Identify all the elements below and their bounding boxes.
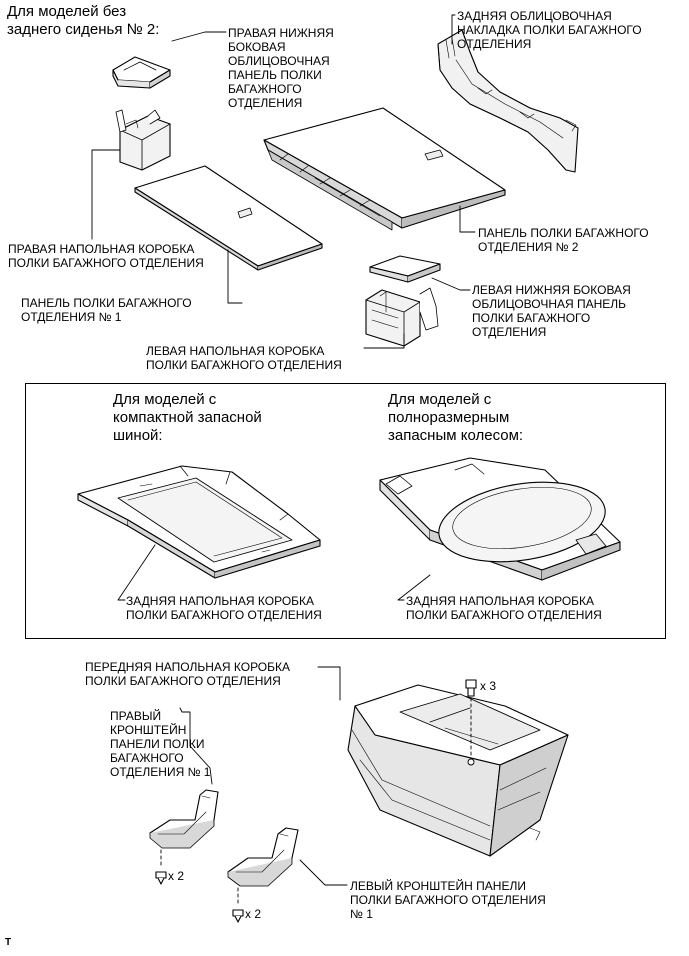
rear-floor-box-compact-part [77,465,321,579]
deck-board-2-part [263,107,506,231]
variant-frame [25,383,666,639]
screw-icon [232,887,244,923]
qty-right-bracket-screws: x 2 [168,869,185,883]
bolt-icon [465,679,477,766]
left-bracket-part [227,827,299,887]
rear-floor-box-full-part [379,457,621,581]
qty-front-box-bolts: x 3 [480,679,497,693]
left-lower-side-panel-part [369,255,441,283]
deck-board-1-part [134,165,323,271]
rear-trim-cover-part [437,29,579,173]
front-floor-box-part [347,684,569,857]
screw-icon [155,849,167,885]
leader-lines-middle [117,544,431,601]
right-lower-side-panel-part [112,56,171,89]
footer-code: T [5,937,12,948]
leader-lines-bottom [179,666,348,886]
left-floor-box-part [365,287,439,347]
leader-lines-top [91,14,476,349]
right-floor-box-part [115,109,171,171]
qty-left-bracket-screws: x 2 [245,907,262,921]
right-bracket-part [149,789,219,849]
